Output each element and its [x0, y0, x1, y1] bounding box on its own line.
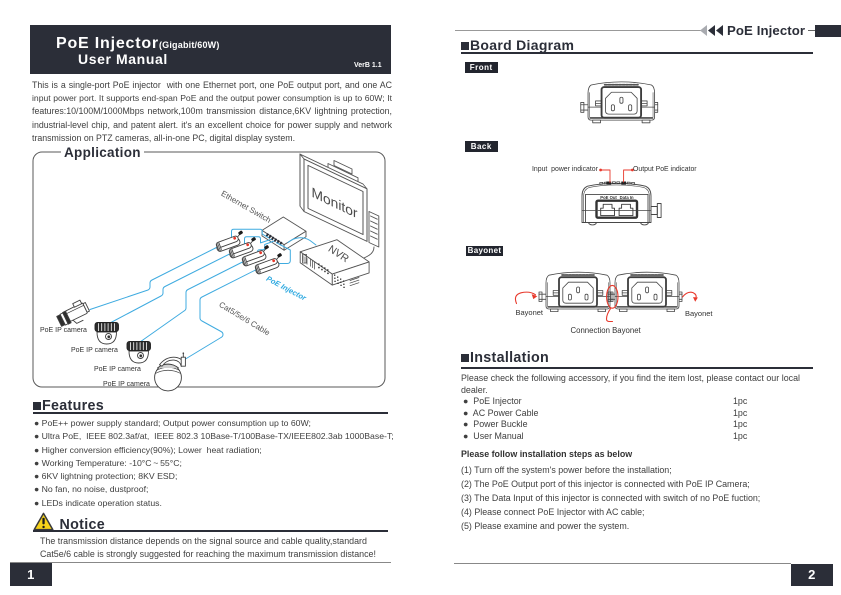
svg-text:PoE Out: PoE Out — [600, 195, 617, 200]
svg-text:Data In: Data In — [620, 195, 634, 200]
